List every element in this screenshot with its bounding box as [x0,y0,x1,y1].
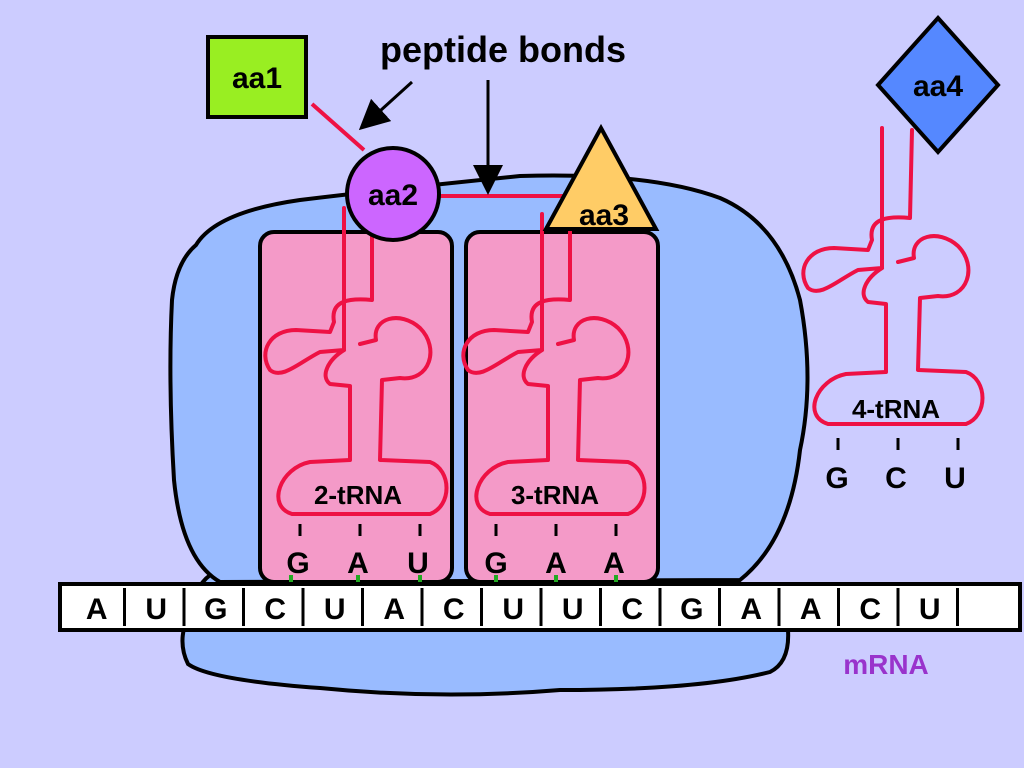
mrna-base: G [680,593,703,626]
mrna-base: U [145,593,167,626]
anticodon-2-base-3: U [407,547,429,580]
mrna-label: mRNA [843,649,929,680]
mrna-base: A [383,593,405,626]
aa4-label: aa4 [913,70,963,103]
trna-2-label: 2-tRNA [314,480,402,510]
trna-2-strand [263,206,449,516]
anticodon-4-base-3: U [944,462,966,495]
mrna-base: C [621,593,643,626]
aa4-diamond [875,15,1001,155]
anticodon-3-base-2: A [545,547,567,580]
anticodon-3-base-1: G [484,547,507,580]
trna-3-label: 3-tRNA [511,480,599,510]
aa3-triangle [542,123,660,231]
aa1-square [206,35,308,119]
anticodon-2-base-1: G [286,547,309,580]
mrna-base: C [443,593,465,626]
trna-site-2 [258,230,454,584]
aa3-label: aa3 [579,199,629,232]
mrna-base: A [86,593,108,626]
peptide-bond-aa1-aa2 [310,102,366,152]
anticodon-2-base-2: A [347,547,369,580]
mrna-base: U [919,593,941,626]
mrna-base: C [859,593,881,626]
mrna-base: C [264,593,286,626]
mrna-base: U [502,593,524,626]
mrna-base: U [562,593,584,626]
anticodon-3-base-3: A [603,547,625,580]
mrna-base: G [204,593,227,626]
trna-4-strand [801,126,985,426]
mrna-base: A [740,593,762,626]
aa2-circle [345,146,441,242]
anticodon-4-base-1: G [825,462,848,495]
aa1-label: aa1 [232,62,282,95]
anticodon-ticks [298,438,960,536]
mrna-base: U [324,593,346,626]
mrna-base: A [800,593,822,626]
arrow-to-bond-1 [358,80,414,131]
trna-3-strand [461,206,647,516]
anticodon-4-base-2: C [885,462,907,495]
trna-4-label: 4-tRNA [852,394,940,424]
aa2-label: aa2 [368,179,418,212]
peptide-bonds-label: peptide bonds [380,29,626,70]
